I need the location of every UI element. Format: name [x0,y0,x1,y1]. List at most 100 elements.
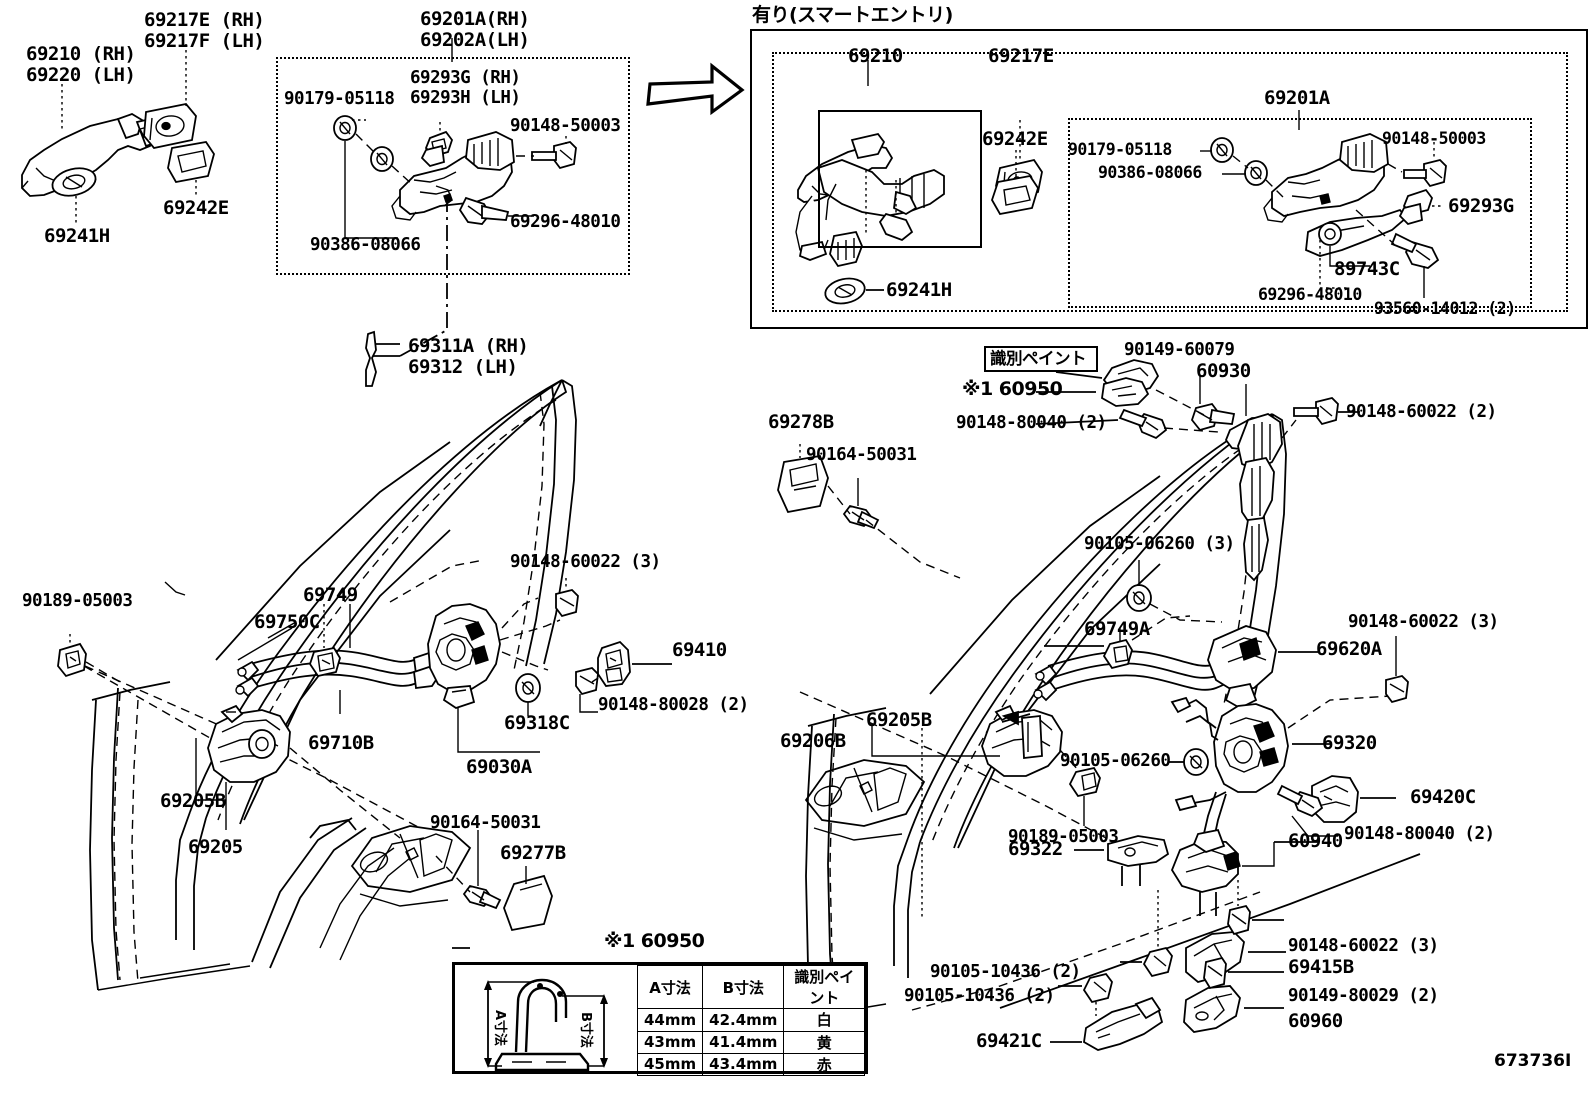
label-bottom-90148-60022: 90148-60022 (3) [1288,936,1439,956]
dim-label-b: B寸法 [578,1012,594,1048]
cell-paint-3: 赤 [783,1052,865,1077]
table-row: 43mm 41.4mm 黄 [455,1030,865,1054]
dash-90164-50031 [435,855,471,893]
leader-smart-89743c [1329,246,1370,267]
label-ident-paint-ref: ※1 60950 [962,378,1063,400]
fastener-smart-90386-08066 [1244,160,1268,186]
label-69206b: 69206B [780,730,846,752]
leader-69750c-3 [237,627,293,661]
dimension-table: A寸法 B寸法 A寸法 B寸法 識別ペイント 44mm 42.4mm 白 43m… [452,962,868,1077]
part-60950-hinge [1101,359,1160,407]
label-smart-69217e: 69217E [988,45,1054,67]
part-69277b-cover [503,874,553,932]
dimension-header-a: A寸法 [636,964,704,1010]
label-left-90164-50031: 90164-50031 [430,813,541,833]
label-smart-89743c: 89743C [1334,258,1400,280]
label-smart-90179-05118: 90179-05118 [1068,140,1172,159]
transition-arrow-icon [646,62,745,116]
label-smart-90386-08066: 90386-08066 [1098,163,1202,182]
dash-69320-bolt [1287,695,1391,729]
cell-paint-1: 白 [783,1008,865,1032]
label-90148-80028: 90148-80028 (2) [598,695,749,715]
part-69415b-bracket [1185,931,1245,983]
label-right-90148-80040-2: 90148-80040 (2) [1344,824,1495,844]
cell-a-2: 43mm [636,1030,704,1054]
label-69311a-69312: 69311A (RH) 69312 (LH) [408,335,529,379]
fastener-smart-93560-14012 [1390,232,1440,269]
label-69620a: 69620A [1316,638,1382,660]
fastener-90386-08066 [370,146,394,172]
smart-assembly-line-3 [1387,163,1403,173]
leader-60940 [1242,842,1275,867]
part-69420c-striker [1311,775,1359,823]
dash-90164-right [827,485,851,515]
label-90179-05118: 90179-05118 [284,89,395,109]
part-smart-69242e [991,175,1039,216]
table-row: 44mm 42.4mm 白 [455,1008,865,1032]
cell-a-1: 44mm [636,1008,704,1032]
label-69710b: 69710B [308,732,374,754]
fastener-right-90148-80040-2 [1276,784,1324,818]
label-90105-10436-b: 90105-10436 (2) [904,986,1055,1006]
leader-69030a [457,708,540,753]
center-dashdot-left [399,196,448,357]
label-69278b: 69278B [768,411,834,433]
fastener-69296-48010 [458,196,510,225]
dash-60950-to-door [1155,389,1211,419]
part-69320-door-lock [1170,696,1289,849]
label-69296-48010: 69296-48010 [510,212,621,232]
fastener-90148-80028 [575,667,599,696]
leader-69206b-bracket [871,726,1000,757]
label-left-90189-05003: 90189-05003 [22,591,133,611]
label-69242e: 69242E [163,197,229,219]
label-90105-10436-a: 90105-10436 (2) [930,962,1081,982]
leader-90148-80040 [1035,419,1119,425]
part-60960-hinge [1183,985,1241,1033]
box-ident-paint [984,346,1098,372]
fastener-69293g-clip [420,130,454,168]
part-69311a-weatherstrip [365,330,400,387]
part-69322-bracket [1107,835,1170,886]
part-69620a-cable [1033,625,1277,710]
fastener-smart-69293g [1398,188,1434,226]
label-69322: 69322 [1008,838,1063,860]
fastener-right-90164-50031 [842,504,880,530]
fastener-90105-10436-a [1142,946,1173,978]
cell-b-2: 41.4mm [702,1030,785,1054]
label-90105-06260-3: 90105-06260 (3) [1084,534,1235,554]
box-smart-69201a [1068,118,1532,308]
fastener-smart-90179-05118 [1210,137,1234,163]
dim-label-a: A寸法 [492,1010,508,1046]
part-69421c-bracket [1083,996,1164,1051]
dash-lock-bolt2 [501,597,539,629]
label-69293g-69293h: 69293G (RH) 69293H (LH) [410,68,521,108]
label-right-90164-50031: 90164-50031 [806,445,917,465]
fastener-69750c-clip [309,646,341,678]
fastener-69749a-clip [1102,638,1133,670]
cell-paint-2: 黄 [783,1030,865,1054]
fastener-90149-60079 [1190,402,1236,432]
dash-lock-washer [501,651,549,671]
label-69030a: 69030A [466,756,532,778]
label-60960: 60960 [1288,1010,1343,1032]
fastener-90179-05118 [333,115,357,141]
dimension-header-paint: 識別ペイント [783,964,865,1010]
table-row: 45mm 43.4mm 赤 [455,1052,865,1077]
smart-assembly-line-2 [1265,179,1287,201]
part-smart-69241h [824,277,884,305]
fastener-90105-10436-b [1082,972,1113,1004]
label-69201a-69202a: 69201A(RH) 69202A(LH) [420,8,530,52]
assembly-line-1 [355,133,375,153]
dash-90164-right2 [865,519,961,579]
label-69749: 69749 [303,584,358,606]
leader-90386-line [344,141,398,239]
part-smart-lock-69201a [1263,133,1408,257]
smart-assembly-line-4 [1355,209,1395,245]
assembly-line-2 [391,165,415,187]
arrowhead-69205b [1001,710,1019,726]
label-60940: 60940 [1288,830,1343,852]
part-smart-handle-69210 [795,132,945,268]
label-right-90148-60022-3: 90148-60022 (3) [1348,612,1499,632]
smart-assembly-line-1 [1232,155,1249,169]
